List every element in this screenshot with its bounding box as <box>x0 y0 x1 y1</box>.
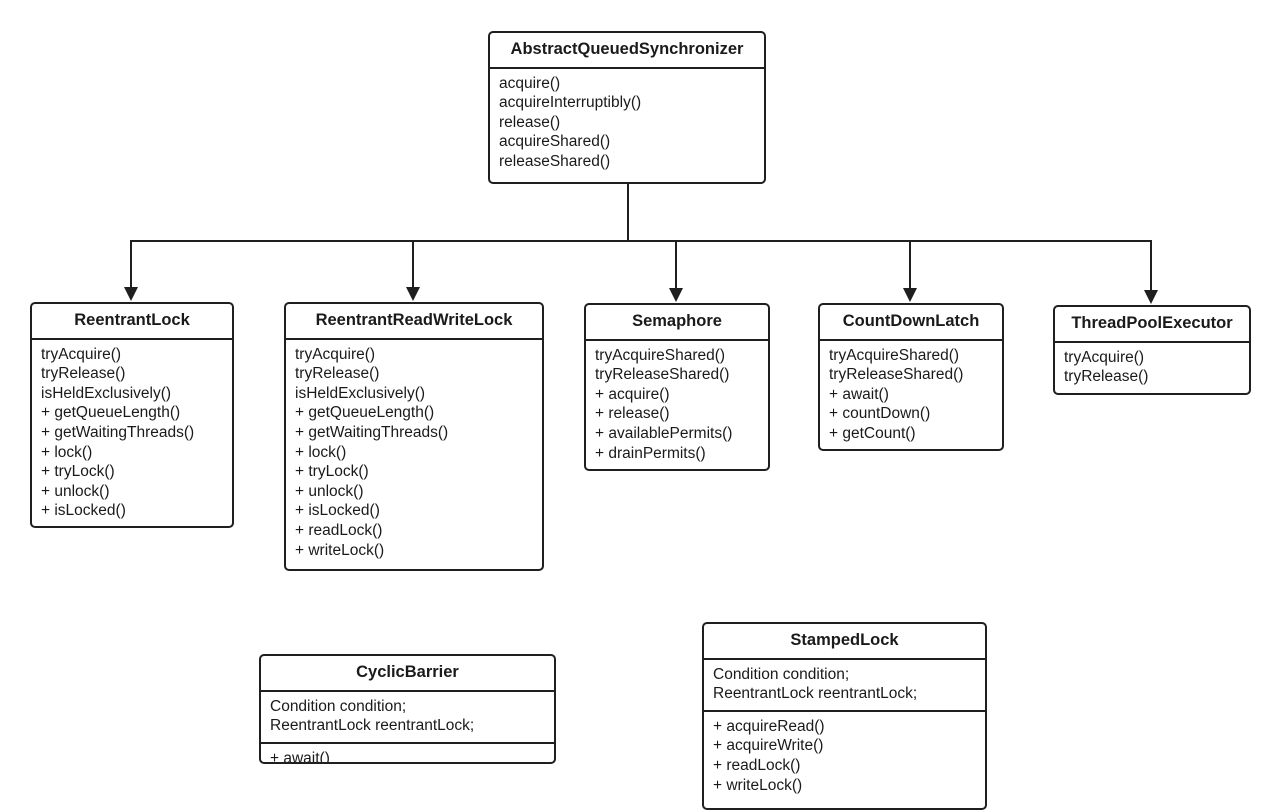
class-title: ReentrantLock <box>32 304 232 340</box>
method-row: + drainPermits() <box>595 444 706 462</box>
connector-bus <box>130 240 1152 242</box>
method-row: + tryLock() <box>41 463 115 481</box>
connector-root-stem <box>627 184 629 242</box>
method-row: + availablePermits() <box>595 425 733 442</box>
method-row: acquire() <box>499 74 561 92</box>
connector-branch-count-down-latch <box>909 240 911 290</box>
class-title: ThreadPoolExecutor <box>1055 307 1249 343</box>
field-row: Condition condition; <box>270 697 407 715</box>
method-row: tryReleaseShared() <box>829 366 964 384</box>
class-methods-compartment: tryAcquireShared() tryReleaseShared() + … <box>586 341 768 469</box>
class-box-thread-pool-executor[interactable]: ThreadPoolExecutor tryAcquire() tryRelea… <box>1053 305 1251 395</box>
class-methods-compartment: tryAcquire() tryRelease() isHeldExclusiv… <box>286 340 542 567</box>
method-row: + lock() <box>295 443 347 461</box>
field-row: Condition condition; <box>713 665 850 683</box>
class-box-stamped-lock[interactable]: StampedLock Condition condition; Reentra… <box>702 622 987 810</box>
class-methods-compartment: tryAcquireShared() tryReleaseShared() + … <box>820 341 1002 449</box>
method-row: tryRelease() <box>295 365 380 383</box>
method-row: + lock() <box>41 443 93 461</box>
class-methods-compartment: tryAcquire() tryRelease() <box>1055 343 1249 393</box>
method-row: + unlock() <box>41 482 110 500</box>
method-row: tryReleaseShared() <box>595 366 730 384</box>
connector-branch-reentrant-read-write-lock <box>412 240 414 289</box>
method-row: + countDown() <box>829 405 931 423</box>
method-row: tryAcquire() <box>295 345 376 363</box>
method-row: + acquire() <box>595 385 670 403</box>
method-row: + await() <box>829 385 889 403</box>
method-row: releaseShared() <box>499 153 611 170</box>
method-row: tryRelease() <box>41 365 126 383</box>
arrow-head-count-down-latch <box>903 288 917 302</box>
method-row: + await() <box>270 749 330 764</box>
class-box-count-down-latch[interactable]: CountDownLatch tryAcquireShared() tryRel… <box>818 303 1004 451</box>
arrow-head-reentrant-lock <box>124 287 138 301</box>
method-row: + readLock() <box>295 521 383 539</box>
class-title: CountDownLatch <box>820 305 1002 341</box>
method-row: isHeldExclusively() <box>41 384 172 402</box>
arrow-head-semaphore <box>669 288 683 302</box>
field-row: ReentrantLock reentrantLock; <box>270 717 475 735</box>
method-row: + getWaitingThreads() <box>41 424 195 441</box>
method-row-ellipsis: ...... <box>499 172 529 184</box>
class-box-reentrant-lock[interactable]: ReentrantLock tryAcquire() tryRelease() … <box>30 302 234 528</box>
method-row: release() <box>499 113 561 131</box>
class-title: StampedLock <box>704 624 985 660</box>
method-row: tryAcquire() <box>1064 348 1145 366</box>
method-row: + release() <box>595 405 670 423</box>
method-row: + isLocked() <box>295 502 380 520</box>
method-row: + writeLock() <box>713 776 803 794</box>
method-row: + writeLock() <box>295 541 385 559</box>
arrow-head-reentrant-read-write-lock <box>406 287 420 301</box>
method-row: tryRelease() <box>1064 368 1149 386</box>
method-row: tryAcquireShared() <box>829 346 960 364</box>
method-row: + unlock() <box>295 482 364 500</box>
class-title: AbstractQueuedSynchronizer <box>490 33 764 69</box>
class-methods-compartment: + await() <box>261 744 554 764</box>
connector-branch-reentrant-lock <box>130 240 132 289</box>
diagram-canvas: AbstractQueuedSynchronizer acquire() acq… <box>30 31 1251 810</box>
method-row: + readLock() <box>713 757 801 774</box>
class-box-abstract-queued-synchronizer[interactable]: AbstractQueuedSynchronizer acquire() acq… <box>488 31 766 184</box>
method-row: tryAcquireShared() <box>595 346 726 364</box>
class-box-reentrant-read-write-lock[interactable]: ReentrantReadWriteLock tryAcquire() tryR… <box>284 302 544 571</box>
method-row: isHeldExclusively() <box>295 384 426 402</box>
class-title: Semaphore <box>586 305 768 341</box>
method-row: + acquireRead() <box>713 717 825 735</box>
arrow-head-thread-pool-executor <box>1144 290 1158 304</box>
class-methods-compartment: acquire() acquireInterruptibly() release… <box>490 69 764 184</box>
method-row: + isLocked() <box>41 502 126 520</box>
class-fields-compartment: Condition condition; ReentrantLock reent… <box>261 692 554 744</box>
method-row: + getWaitingThreads() <box>295 424 449 441</box>
method-row: + acquireWrite() <box>713 737 824 755</box>
class-methods-compartment: tryAcquire() tryRelease() isHeldExclusiv… <box>32 340 232 526</box>
connector-branch-semaphore <box>675 240 677 290</box>
class-box-cyclic-barrier[interactable]: CyclicBarrier Condition condition; Reent… <box>259 654 556 764</box>
method-row: acquireShared() <box>499 133 611 151</box>
method-row: + tryLock() <box>295 463 369 481</box>
class-fields-compartment: Condition condition; ReentrantLock reent… <box>704 660 985 712</box>
class-title: ReentrantReadWriteLock <box>286 304 542 340</box>
method-row: + getQueueLength() <box>41 404 181 422</box>
connector-branch-thread-pool-executor <box>1150 240 1152 292</box>
method-row: tryAcquire() <box>41 345 122 363</box>
field-row: ReentrantLock reentrantLock; <box>713 685 918 703</box>
class-title: CyclicBarrier <box>261 656 554 692</box>
method-row: + getCount() <box>829 425 916 442</box>
class-box-semaphore[interactable]: Semaphore tryAcquireShared() tryReleaseS… <box>584 303 770 471</box>
method-row: + getQueueLength() <box>295 404 435 422</box>
method-row: acquireInterruptibly() <box>499 94 642 112</box>
class-methods-compartment: + acquireRead() + acquireWrite() + readL… <box>704 712 985 801</box>
